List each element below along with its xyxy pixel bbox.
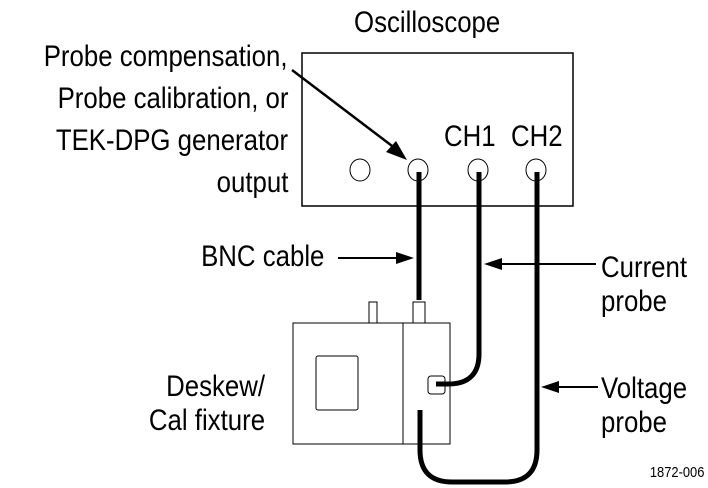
fixture-panel	[315, 355, 359, 411]
unused-connector	[349, 158, 371, 182]
voltage-probe-arrowhead	[541, 381, 559, 393]
deskew-fixture-body	[292, 322, 451, 445]
voltage-probe-label-1: Voltage	[601, 372, 688, 405]
probe-comp-label-4: output	[216, 166, 288, 199]
fixture-post-right	[412, 301, 426, 324]
ch2-label: CH2	[511, 120, 563, 153]
bnc-cable-label: BNC cable	[200, 240, 324, 273]
fixture-label-1: Deskew/	[166, 370, 265, 403]
current-probe-socket	[427, 375, 446, 395]
voltage-probe-cable	[417, 172, 540, 485]
current-probe-label-2: probe	[601, 285, 667, 318]
current-probe-label-1: Current	[601, 251, 688, 284]
figure-id: 1872-006	[649, 464, 704, 481]
ch1-label: CH1	[444, 120, 496, 153]
probe-comp-arrowhead	[386, 141, 407, 160]
fixture-label-2: Cal fixture	[148, 404, 265, 437]
probe-comp-arrow-line	[291, 69, 401, 153]
voltage-probe-label-2: probe	[601, 406, 667, 439]
oscilloscope-title: Oscilloscope	[354, 6, 501, 39]
oscilloscope-body	[301, 52, 574, 207]
probe-comp-label-1: Probe compensation,	[44, 40, 288, 73]
fixture-post-left	[368, 301, 378, 324]
current-probe-cable	[436, 172, 482, 387]
bnc-arrowhead	[396, 252, 414, 264]
probe-comp-label-2: Probe calibration, or	[57, 82, 288, 115]
current-probe-arrowhead	[484, 258, 502, 270]
probe-comp-label-3: TEK-DPG generator	[55, 124, 288, 157]
